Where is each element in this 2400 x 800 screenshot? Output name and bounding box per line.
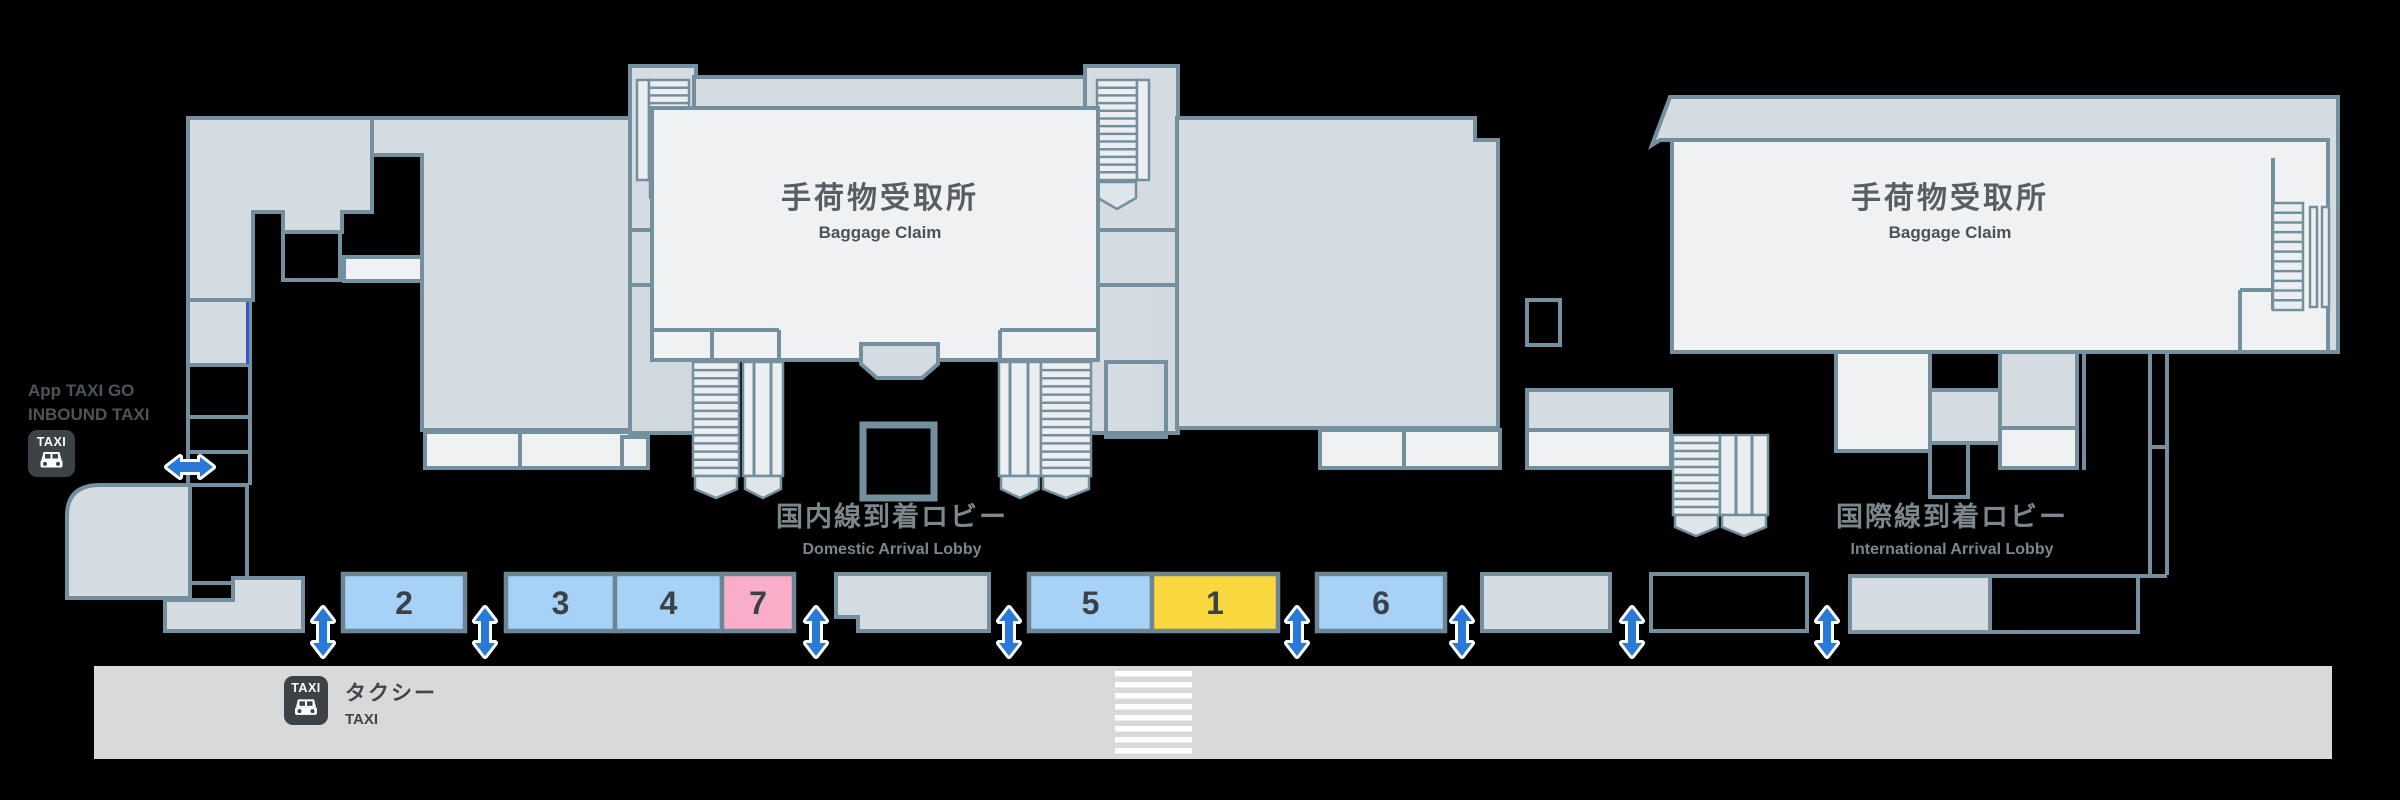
entrance-arrow-horizontal bbox=[164, 454, 216, 480]
domestic-baggage-label-jp: 手荷物受取所 bbox=[781, 182, 979, 215]
intl-lobby-right-corridor bbox=[2082, 352, 2169, 578]
west-small-room bbox=[186, 298, 252, 367]
connector-room-b bbox=[1402, 428, 1502, 470]
crosswalk-stripe bbox=[1115, 682, 1192, 688]
domestic-subrooms bbox=[652, 328, 1098, 360]
domestic-exit-bay bbox=[859, 342, 940, 380]
intl-south-room-white bbox=[1998, 426, 2079, 470]
taxi-icon: TAXI bbox=[28, 430, 75, 477]
taxi-stand-6: 6 bbox=[1314, 571, 1448, 634]
app-taxi-line1: App TAXI GO bbox=[28, 381, 134, 400]
crosswalk-stripe bbox=[1115, 726, 1192, 732]
stand-platform-f bbox=[1988, 574, 2140, 634]
west-white-strip bbox=[342, 255, 424, 283]
stand-platform-e bbox=[1848, 574, 1992, 634]
west-wing bbox=[65, 116, 645, 600]
domestic-top-band bbox=[692, 75, 1087, 110]
stand-number: 5 bbox=[1082, 585, 1100, 621]
svg-text:TAXI: TAXI bbox=[37, 435, 67, 449]
domestic-lobby-stairs-left bbox=[691, 360, 785, 500]
taxi-stand-2: 2 bbox=[340, 571, 468, 634]
domestic-baggage-label-en: Baggage Claim bbox=[819, 223, 942, 242]
international-baggage-label-jp: 手荷物受取所 bbox=[1851, 182, 2049, 215]
road-taxi-stop-label: TAXI タクシー TAXI bbox=[284, 676, 437, 728]
elevator bbox=[859, 421, 938, 502]
crosswalk-stripe bbox=[1115, 671, 1192, 677]
connector-notch bbox=[1525, 298, 1562, 347]
connector-block bbox=[1175, 116, 1770, 538]
stand-number: 6 bbox=[1372, 585, 1390, 621]
stand-number: 2 bbox=[395, 585, 413, 621]
domestic-terminal: 手荷物受取所 Baggage Claim 国内線到着ロビー Domestic A… bbox=[620, 64, 1180, 558]
west-notch-room bbox=[281, 230, 342, 282]
stand-number: 4 bbox=[660, 585, 678, 621]
stand-platform-left bbox=[163, 576, 305, 633]
taxi-stand-3: 3 bbox=[503, 571, 618, 634]
entrance-arrow-vertical bbox=[472, 605, 498, 659]
domestic-lobby-label-en: Domestic Arrival Lobby bbox=[802, 541, 981, 558]
road-surface bbox=[94, 666, 2332, 759]
crosswalk-stripe bbox=[1115, 693, 1192, 699]
intl-protruding-room bbox=[1834, 350, 1932, 453]
international-lobby-stairs bbox=[1671, 433, 1770, 538]
connector-room-a bbox=[1318, 428, 1406, 470]
intl-south-room-gray bbox=[1928, 388, 2002, 445]
taxi-stop-en: TAXI bbox=[345, 711, 378, 728]
lobby-side-room bbox=[1104, 360, 1168, 439]
intl-south-room-dark bbox=[1928, 441, 1970, 499]
svg-text:TAXI: TAXI bbox=[291, 681, 321, 695]
app-taxi-line2: INBOUND TAXI bbox=[28, 405, 150, 424]
international-subwalls bbox=[2238, 288, 2273, 352]
stand-number: 3 bbox=[552, 585, 570, 621]
taxi-stand-1: 1 bbox=[1149, 571, 1281, 634]
taxi-stand-5: 5 bbox=[1026, 571, 1155, 634]
entrance-arrow-vertical bbox=[996, 605, 1022, 659]
stand-number: 1 bbox=[1206, 585, 1224, 621]
stand-number: 7 bbox=[749, 585, 767, 621]
intl-west-room-gray bbox=[1525, 388, 1673, 432]
app-taxi-legend: App TAXI GO INBOUND TAXI TAXI bbox=[28, 381, 150, 477]
west-white-room-a bbox=[423, 430, 645, 470]
international-room-stairs bbox=[2271, 158, 2331, 312]
west-dark-room bbox=[188, 483, 249, 585]
domestic-escalator-tower-right bbox=[1083, 64, 1180, 435]
international-lobby-label-en: International Arrival Lobby bbox=[1851, 541, 2054, 558]
entrance-arrow-vertical bbox=[1449, 605, 1475, 659]
intl-south-room-gray2 bbox=[1998, 350, 2079, 430]
international-lobby-label-jp: 国際線到着ロビー bbox=[1836, 501, 2068, 532]
stand-platform-c bbox=[1480, 572, 1612, 633]
taxi-stand-row: 2 3 4 7 5 1 6 bbox=[163, 571, 2140, 634]
crosswalk bbox=[1115, 671, 1192, 754]
round-corner-room bbox=[65, 483, 192, 600]
connector-mass bbox=[1175, 116, 1500, 430]
small-white-room bbox=[620, 435, 650, 470]
crosswalk-stripe bbox=[1115, 704, 1192, 710]
gate-marker bbox=[246, 302, 249, 364]
intl-west-room-white bbox=[1525, 428, 1673, 470]
crosswalk-stripe bbox=[1115, 737, 1192, 743]
domestic-baggage-claim-room bbox=[650, 106, 1100, 362]
taxi-stand-4: 4 bbox=[612, 571, 725, 634]
international-baggage-claim-room bbox=[1670, 138, 2330, 354]
stand-platform-d bbox=[1649, 572, 1809, 633]
entrance-arrow-vertical bbox=[1814, 605, 1840, 659]
international-baggage-label-en: Baggage Claim bbox=[1889, 223, 2012, 242]
entrance-arrow-vertical bbox=[310, 605, 336, 659]
international-terminal: 手荷物受取所 Baggage Claim 国際線到着ロビー Internatio… bbox=[1648, 95, 2340, 578]
taxi-stop-jp: タクシー bbox=[345, 682, 437, 705]
entrance-arrow-vertical bbox=[1619, 605, 1645, 659]
taxi-road bbox=[94, 666, 2332, 759]
taxi-stand-7: 7 bbox=[719, 571, 797, 634]
entrance-arrow-vertical bbox=[803, 605, 829, 659]
crosswalk-stripe bbox=[1115, 748, 1192, 754]
entrance-arrow-vertical bbox=[1284, 605, 1310, 659]
domestic-lobby-label-jp: 国内線到着ロビー bbox=[776, 501, 1008, 532]
entrance-arrows bbox=[164, 454, 1840, 659]
domestic-lobby-stairs-right bbox=[997, 360, 1093, 500]
taxi-icon: TAXI bbox=[284, 676, 328, 725]
stand-platform-mid bbox=[834, 572, 991, 633]
crosswalk-stripe bbox=[1115, 715, 1192, 721]
